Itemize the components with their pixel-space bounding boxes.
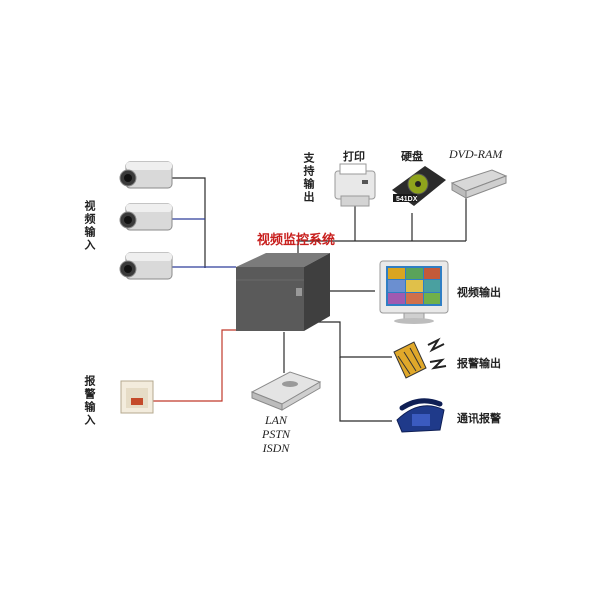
alarm-output-label: 报警输出 (457, 357, 501, 370)
hard-disk: 541DX (392, 166, 446, 206)
hard-disk-label: 硬盘 (401, 150, 423, 163)
alarm-sensor (120, 380, 154, 414)
support-output-label: 支持输出 (302, 152, 315, 204)
printer (334, 163, 376, 207)
network-label-pstn: PSTN (261, 427, 290, 441)
dvd-ram-drive (450, 169, 508, 199)
alarm-siren (393, 337, 447, 379)
network-labels: LAN PSTN ISDN (258, 413, 294, 455)
network-label-isdn: ISDN (262, 441, 290, 455)
comm-alarm-label: 通讯报警 (457, 412, 501, 425)
telephone (396, 398, 445, 433)
camera-2 (119, 203, 173, 231)
network-label-lan: LAN (264, 413, 287, 427)
alarm-output-line (318, 321, 392, 358)
camera-connection-lines (166, 177, 236, 268)
camera-1 (119, 161, 173, 189)
camera-1-line (166, 177, 206, 268)
output-bus-lines (283, 196, 467, 422)
dvd-ram-label: DVD-RAM (449, 147, 503, 161)
monitor (379, 260, 449, 324)
video-input-label: 视频输入 (83, 200, 96, 252)
hdd-model-text: 541DX (396, 196, 418, 203)
alarm-input-line (152, 329, 236, 402)
alarm-input-label: 报警输入 (83, 375, 96, 427)
print-label: 打印 (343, 150, 365, 163)
video-output-label: 视频输出 (457, 286, 501, 299)
system-title: 视频监控系统 (257, 233, 336, 248)
phone-line (339, 357, 392, 422)
network-modem (250, 371, 322, 411)
camera-3 (119, 252, 173, 280)
dvr-unit (236, 253, 330, 331)
